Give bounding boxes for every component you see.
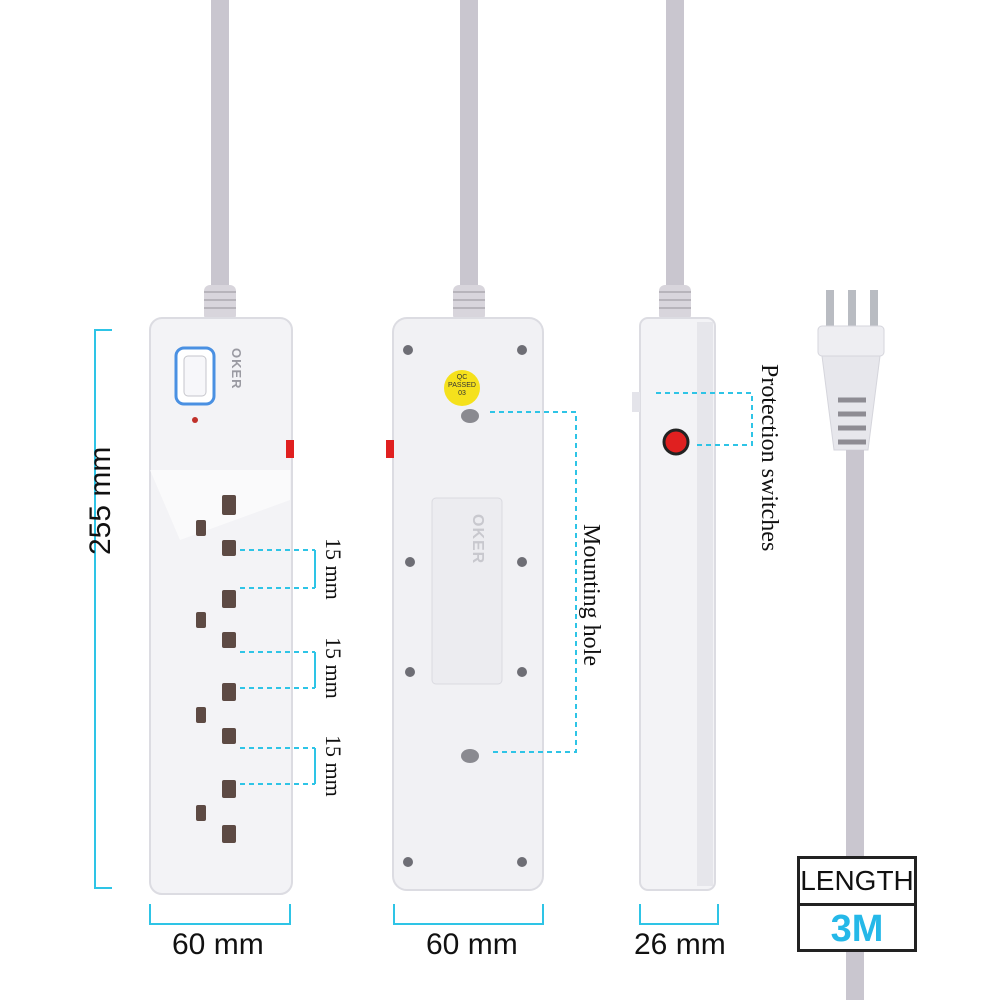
front-cable — [211, 0, 229, 290]
back-brand-logo: OKER — [469, 514, 486, 565]
qc-sticker — [444, 370, 480, 406]
qc-line-2: PASSED — [448, 382, 476, 389]
front-housing — [149, 317, 293, 895]
socket — [196, 780, 236, 843]
cable-length-box: LENGTH 3M — [797, 856, 917, 952]
length-value: 3M — [830, 907, 884, 950]
back-width-bracket — [393, 904, 544, 925]
socket — [196, 590, 236, 648]
protection-switches-callout-line — [656, 392, 753, 446]
mounting-hole-bottom — [461, 749, 479, 763]
side-housing — [639, 317, 716, 891]
side-depth-bracket — [639, 904, 719, 925]
back-cable — [460, 0, 478, 290]
socket — [196, 495, 236, 556]
back-view — [386, 0, 544, 891]
front-cable-strain-relief — [204, 285, 236, 321]
side-cable — [666, 0, 684, 290]
front-brand-logo: OKER — [229, 348, 244, 390]
qc-line-3: 03 — [458, 390, 466, 397]
protection-switch — [662, 428, 690, 456]
rating-label-panel — [431, 497, 503, 685]
socket — [196, 683, 236, 744]
front-width-label: 60 mm — [172, 928, 264, 961]
front-view — [149, 0, 294, 895]
length-title: LENGTH — [800, 859, 914, 906]
power-indicator — [192, 417, 198, 423]
back-width-label: 60 mm — [426, 928, 518, 961]
protection-switches-label: Protection switches — [756, 364, 782, 552]
side-depth-label: 26 mm — [634, 928, 726, 961]
socket-gap-label-3: 15 mm — [321, 735, 346, 797]
front-red-button — [286, 440, 294, 458]
side-view — [632, 0, 716, 891]
height-label: 255 mm — [84, 446, 117, 555]
mounting-hole-top — [461, 409, 479, 423]
socket-gap-label-1: 15 mm — [321, 538, 346, 600]
front-width-bracket — [149, 904, 291, 925]
mounting-hole-label: Mounting hole — [578, 524, 604, 666]
height-dimension-line — [94, 329, 112, 889]
socket-gap-label-2: 15 mm — [321, 637, 346, 699]
qc-line-1: QC — [456, 374, 468, 381]
socket-gap-guides — [240, 549, 316, 785]
mounting-hole-callout-line — [490, 411, 577, 753]
qc-sticker-text: QC PASSED 03 — [444, 374, 480, 398]
plug — [817, 290, 885, 451]
